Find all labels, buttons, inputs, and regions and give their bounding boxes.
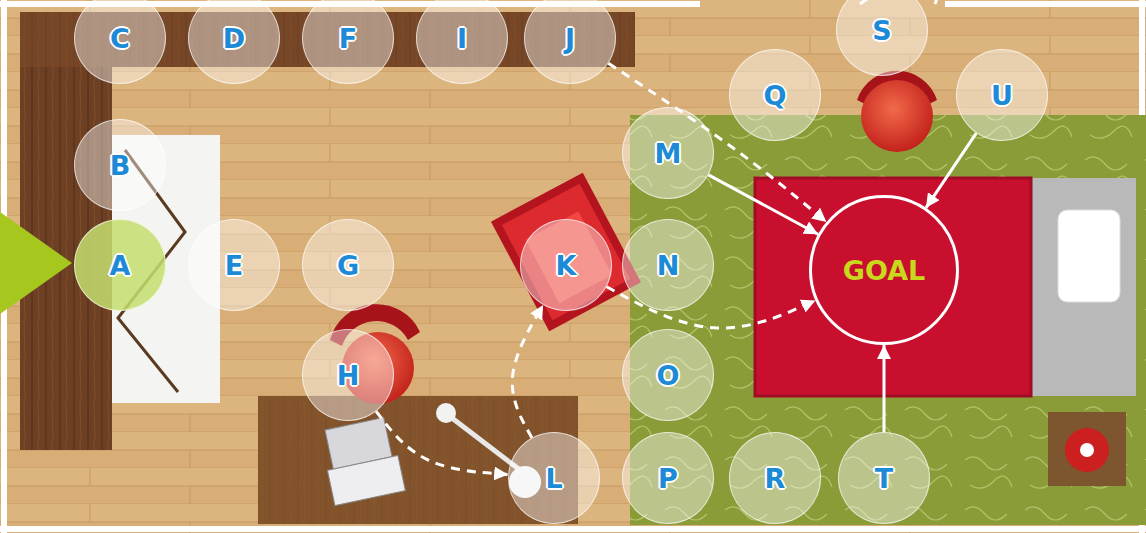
path-arrow xyxy=(926,133,976,208)
node-label: B xyxy=(110,150,131,181)
node-label: O xyxy=(657,360,680,391)
path-arrow xyxy=(376,411,508,474)
node-label: P xyxy=(658,463,678,494)
node-label: J xyxy=(565,23,575,54)
position-circle: N xyxy=(622,219,714,311)
position-circle: Q xyxy=(729,49,821,141)
node-label: GOAL xyxy=(843,255,926,286)
node-label: R xyxy=(765,463,786,494)
position-circle: G xyxy=(302,219,394,311)
node-label: U xyxy=(991,80,1013,111)
position-circle: T xyxy=(838,432,930,524)
node-label: G xyxy=(337,250,359,281)
node-label: F xyxy=(339,23,357,54)
position-circle: E xyxy=(188,219,280,311)
path-arrow xyxy=(883,345,886,432)
position-circle: K xyxy=(520,219,612,311)
position-circle: R xyxy=(729,432,821,524)
node-label: E xyxy=(225,250,243,281)
node-label: A xyxy=(110,250,131,281)
node-label: N xyxy=(657,250,680,281)
node-label: H xyxy=(337,360,360,391)
node-label: D xyxy=(223,23,245,54)
position-circle: A xyxy=(74,219,166,311)
position-circle: H xyxy=(302,329,394,421)
position-circle: P xyxy=(622,432,714,524)
node-label: S xyxy=(872,15,891,46)
position-circle: M xyxy=(622,107,714,199)
position-circle: O xyxy=(622,329,714,421)
node-label: K xyxy=(556,250,577,281)
position-circle: L xyxy=(508,432,600,524)
position-circle: B xyxy=(74,119,166,211)
position-circle: U xyxy=(956,49,1048,141)
goal-circle: GOAL xyxy=(809,195,959,345)
node-label: C xyxy=(110,23,130,54)
node-label: I xyxy=(457,23,467,54)
node-label: Q xyxy=(764,80,787,111)
path-arrow xyxy=(708,175,818,234)
node-label: M xyxy=(655,138,682,169)
path-arrow xyxy=(512,305,543,438)
node-label: T xyxy=(875,463,893,494)
node-label: L xyxy=(545,463,562,494)
